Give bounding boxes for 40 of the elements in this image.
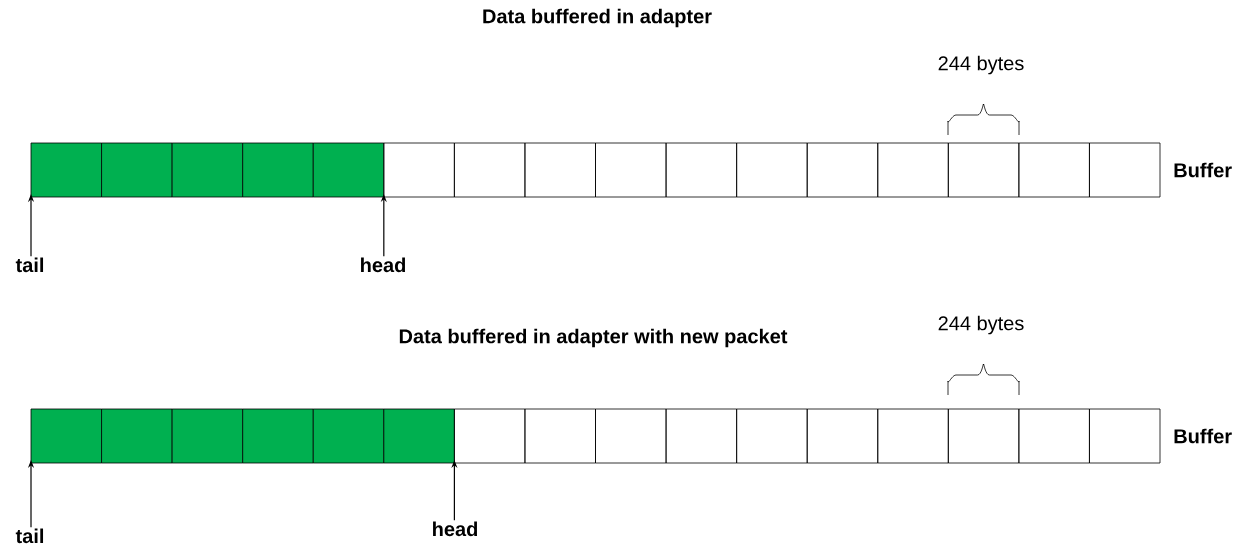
- empty-cell: [806, 142, 879, 198]
- empty-cell: [1018, 408, 1090, 464]
- buffer-label: Buffer: [1174, 428, 1232, 444]
- pointer-label: head: [361, 257, 406, 273]
- size-label: 244 bytes: [938, 315, 1024, 335]
- filled-cell: [383, 408, 455, 464]
- section-heading: Data buffered in adapter: [483, 8, 712, 28]
- pointer-label: tail: [15, 528, 44, 544]
- filled-cell: [30, 142, 102, 198]
- empty-cell: [806, 408, 879, 464]
- empty-cell: [877, 142, 949, 198]
- empty-cell: [877, 408, 949, 464]
- empty-cell: [524, 408, 596, 464]
- empty-cell: [595, 408, 667, 464]
- empty-cell: [1018, 142, 1090, 198]
- empty-cell: [1089, 142, 1161, 198]
- empty-cell: [736, 408, 808, 464]
- empty-cell: [1089, 408, 1161, 464]
- filled-cell: [242, 142, 314, 198]
- empty-cell: [947, 142, 1020, 198]
- filled-cell: [171, 408, 244, 464]
- size-label: 244 bytes: [938, 55, 1024, 75]
- section-heading: Data buffered in adapter with new packet: [399, 328, 788, 348]
- empty-cell: [454, 142, 526, 198]
- empty-cell: [665, 142, 738, 198]
- filled-cell: [312, 142, 385, 198]
- buffer-label: Buffer: [1174, 162, 1232, 178]
- filled-cell: [312, 408, 385, 464]
- filled-cell: [171, 142, 244, 198]
- empty-cell: [736, 142, 808, 198]
- pointer-label: tail: [15, 257, 44, 273]
- pointer-label: head: [433, 521, 478, 537]
- empty-cell: [665, 408, 738, 464]
- filled-cell: [242, 408, 314, 464]
- empty-cell: [524, 142, 596, 198]
- filled-cell: [101, 408, 173, 464]
- filled-cell: [30, 408, 102, 464]
- filled-cell: [101, 142, 173, 198]
- empty-cell: [595, 142, 667, 198]
- empty-cell: [947, 408, 1020, 464]
